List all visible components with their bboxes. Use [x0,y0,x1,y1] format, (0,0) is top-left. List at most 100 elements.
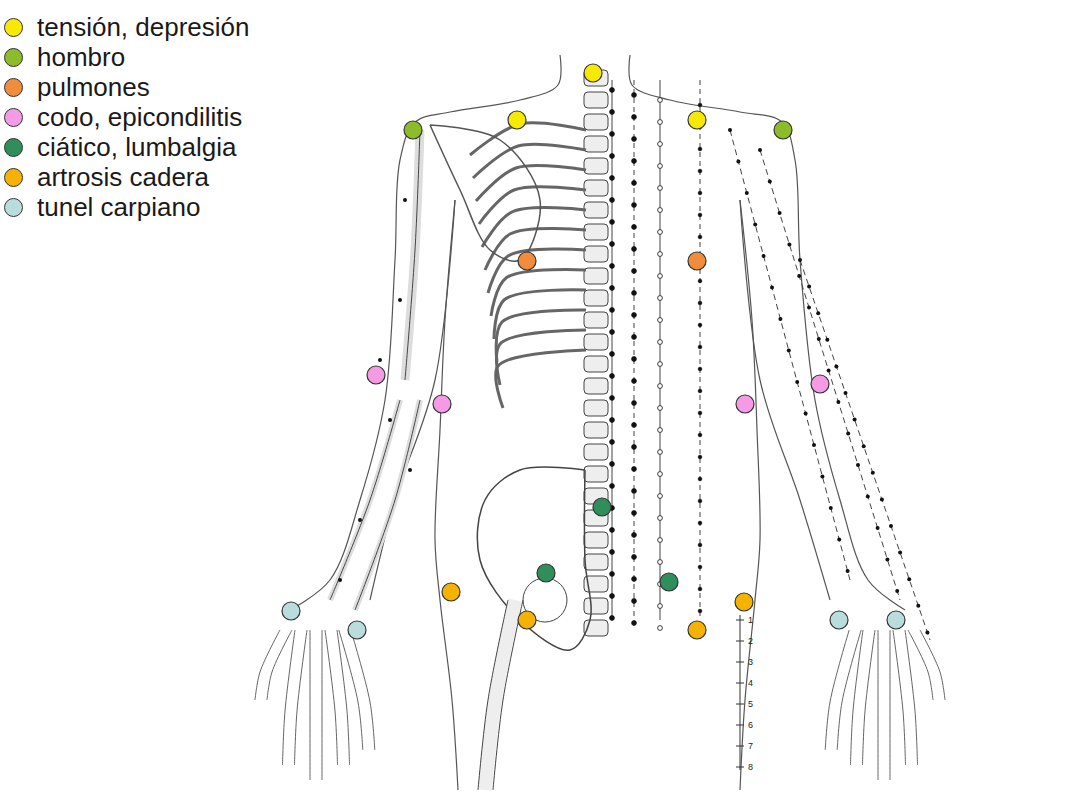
ruler-tick [736,767,744,768]
treatment-point [584,64,602,82]
legend-text: artrosis cadera [37,162,209,192]
legend-row: codo, epicondilitis [4,102,242,132]
acupoint [658,186,663,191]
acupoint [916,604,920,608]
acupoint [658,384,663,389]
acupoint [658,494,663,499]
treatment-point [688,252,706,270]
acupoint [876,526,880,530]
rib [479,187,586,224]
acupoint [610,242,615,247]
radius [330,400,400,600]
meridian-line [800,260,930,640]
acupoint [658,516,663,521]
acupoint [698,455,702,459]
acupoint [736,160,740,164]
acupoint [658,340,663,345]
acupoint [778,317,782,321]
legend-text: tensión, depresión [37,12,249,42]
legend-row: ciático, lumbalgia [4,132,236,162]
acupoint [610,88,615,93]
acupoint [658,274,663,279]
acupoint [610,132,615,137]
finger [339,630,363,750]
acupoint [610,528,615,533]
vertebra [584,158,608,174]
acupoint [745,191,749,195]
acupoint [658,164,663,169]
finger [837,630,861,750]
scale-number: 4 [748,678,753,688]
acupoint [758,148,762,152]
acupoint [610,286,615,291]
finger [863,630,876,765]
acupoint [632,247,637,252]
vertebra [584,202,608,218]
acupoint [610,572,615,577]
acupoint [610,176,615,181]
ruler-tick [736,704,744,705]
meridian-line [612,80,613,620]
vertebra [584,444,608,460]
treatment-point [830,611,848,629]
finger [890,630,891,780]
finger [908,630,933,700]
vertebra [584,312,608,328]
acupoint [834,364,838,368]
acupoint [632,335,637,340]
acupoint [762,254,766,258]
acupoint [698,191,702,195]
finger [351,630,375,750]
rib [476,166,586,201]
treatment-point [887,611,905,629]
acupoint [698,213,702,217]
acupoint [610,462,615,467]
ruler-tick [736,725,744,726]
legend-row: tensión, depresión [4,12,249,42]
acupoint [698,235,702,239]
vertebra [584,598,608,614]
vertebra [584,268,608,284]
acupoint [825,338,829,342]
vertebra [584,334,608,350]
acupoint [698,169,702,173]
femur [485,600,515,790]
acupoint [698,301,702,305]
acupoint [817,337,821,341]
acupoint [658,450,663,455]
treatment-point [518,252,536,270]
acupoint [610,154,615,159]
acupoint [907,577,911,581]
treatment-point [688,621,706,639]
finger [825,630,849,750]
acupoint [804,412,808,416]
treatment-point [433,395,451,413]
acupoint [829,506,833,510]
body-outline [435,200,458,790]
acupoint [837,538,841,542]
acupoint [836,400,840,404]
treatment-point [367,366,385,384]
legend-text: ciático, lumbalgia [37,132,236,162]
acupoint [610,484,615,489]
acupoint [610,198,615,203]
acupoint [632,467,637,472]
vertebra [584,400,608,416]
body-outline [290,55,561,610]
acupoint [658,406,663,411]
legend-text: codo, epicondilitis [37,102,242,132]
acupoint [632,181,637,186]
acupoint [898,551,902,555]
acupoint [925,630,929,634]
acupoint [698,147,702,151]
acupoint [658,98,663,103]
acupoint [778,211,782,215]
rib [496,350,586,408]
legend-swatch [4,138,23,157]
acupoint [398,298,402,302]
finger [878,630,879,780]
acupoint [698,323,702,327]
acupoint [632,357,637,362]
treatment-point [348,621,366,639]
acupoint [632,203,637,208]
